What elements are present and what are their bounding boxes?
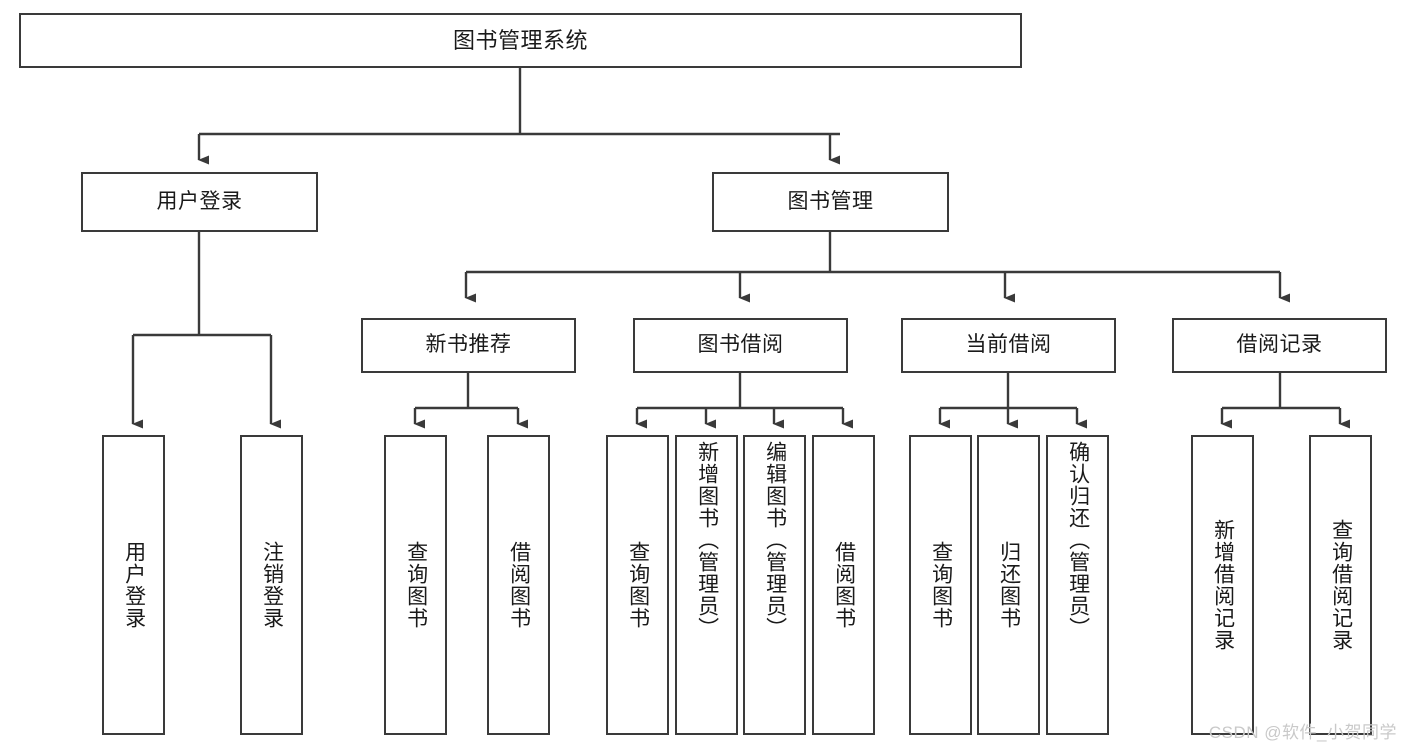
node-leaf-borrow-book-2[interactable]: 借阅图书 [812, 435, 875, 735]
node-leaf-borrow-book-1[interactable]: 借阅图书 [487, 435, 550, 735]
node-leaf-user-login-label: 用户登录 [122, 541, 146, 629]
csdn-watermark: CSDN @软件_小贺同学 [1208, 723, 1397, 742]
node-new-book-recommend[interactable]: 新书推荐 [361, 318, 576, 373]
node-leaf-add-record-label: 新增借阅记录 [1211, 519, 1235, 651]
node-borrow-record-label: 借阅记录 [1236, 333, 1323, 357]
node-leaf-add-book[interactable]: 新增图书（管理员） [675, 435, 738, 735]
node-leaf-edit-book-label: 编辑图书（管理员） [763, 441, 787, 639]
node-user-login[interactable]: 用户登录 [81, 172, 318, 232]
node-leaf-return-book[interactable]: 归还图书 [977, 435, 1040, 735]
node-leaf-user-login[interactable]: 用户登录 [102, 435, 165, 735]
node-borrow-record[interactable]: 借阅记录 [1172, 318, 1387, 373]
node-leaf-edit-book[interactable]: 编辑图书（管理员） [743, 435, 806, 735]
node-leaf-query-book-3[interactable]: 查询图书 [909, 435, 972, 735]
node-leaf-logout-label: 注销登录 [260, 541, 284, 629]
node-book-borrow[interactable]: 图书借阅 [633, 318, 848, 373]
node-leaf-query-book-2[interactable]: 查询图书 [606, 435, 669, 735]
node-root-system[interactable]: 图书管理系统 [19, 13, 1022, 68]
node-book-borrow-label: 图书借阅 [697, 333, 784, 357]
node-leaf-query-record-label: 查询借阅记录 [1329, 519, 1353, 651]
node-user-login-label: 用户登录 [156, 189, 243, 213]
node-book-manage-label: 图书管理 [787, 189, 874, 213]
node-leaf-confirm-return-label: 确认归还（管理员） [1066, 441, 1090, 639]
node-leaf-add-book-label: 新增图书（管理员） [695, 441, 719, 639]
node-leaf-query-book-1-label: 查询图书 [404, 541, 428, 629]
node-leaf-query-record[interactable]: 查询借阅记录 [1309, 435, 1372, 735]
node-leaf-add-record[interactable]: 新增借阅记录 [1191, 435, 1254, 735]
node-leaf-query-book-1[interactable]: 查询图书 [384, 435, 447, 735]
node-book-manage[interactable]: 图书管理 [712, 172, 949, 232]
node-leaf-borrow-book-2-label: 借阅图书 [832, 541, 856, 629]
node-current-borrow[interactable]: 当前借阅 [901, 318, 1116, 373]
node-root-system-label: 图书管理系统 [452, 27, 588, 53]
node-current-borrow-label: 当前借阅 [965, 333, 1052, 357]
node-leaf-query-book-2-label: 查询图书 [626, 541, 650, 629]
node-leaf-return-book-label: 归还图书 [997, 541, 1021, 629]
node-leaf-borrow-book-1-label: 借阅图书 [507, 541, 531, 629]
node-leaf-query-book-3-label: 查询图书 [929, 541, 953, 629]
node-new-book-recommend-label: 新书推荐 [425, 333, 512, 357]
node-leaf-logout[interactable]: 注销登录 [240, 435, 303, 735]
node-leaf-confirm-return[interactable]: 确认归还（管理员） [1046, 435, 1109, 735]
